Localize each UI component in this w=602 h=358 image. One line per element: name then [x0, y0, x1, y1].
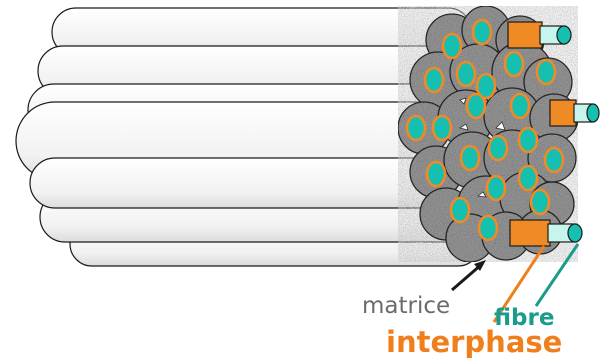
leader-lines [451, 243, 580, 323]
fibre-leader-line [534, 243, 580, 307]
fibres [405, 18, 565, 242]
fibre [509, 92, 531, 120]
fibre [459, 144, 481, 172]
fibre [543, 146, 565, 174]
fibre [441, 32, 463, 60]
fibre [517, 126, 539, 154]
fibre-label: fibre [494, 305, 554, 331]
fibre [465, 92, 487, 120]
fibre [455, 60, 477, 88]
rod-bundle [15, 7, 481, 267]
fibre [471, 18, 493, 46]
fibre [423, 66, 445, 94]
fibre [503, 50, 525, 78]
rod [29, 157, 471, 209]
matrice-label: matrice [362, 293, 450, 319]
fibre [485, 174, 507, 202]
matrice-leader-line [451, 262, 483, 292]
fibre [535, 58, 557, 86]
protruding-fibre-middle [549, 99, 600, 127]
interphase-leader-line [492, 245, 546, 323]
fibre [405, 114, 427, 142]
fibre [477, 214, 499, 242]
protruding-fibre-bottom [509, 219, 583, 247]
fibre [449, 196, 471, 224]
protruding-fibre-top [507, 21, 572, 49]
fibre [517, 164, 539, 192]
fibre [431, 114, 453, 142]
fibre [529, 188, 551, 216]
fibre [425, 160, 447, 188]
interphase-label: interphase [386, 325, 562, 358]
fibre [475, 72, 497, 100]
matrice-arrowhead [474, 260, 486, 271]
fibre [487, 134, 509, 162]
